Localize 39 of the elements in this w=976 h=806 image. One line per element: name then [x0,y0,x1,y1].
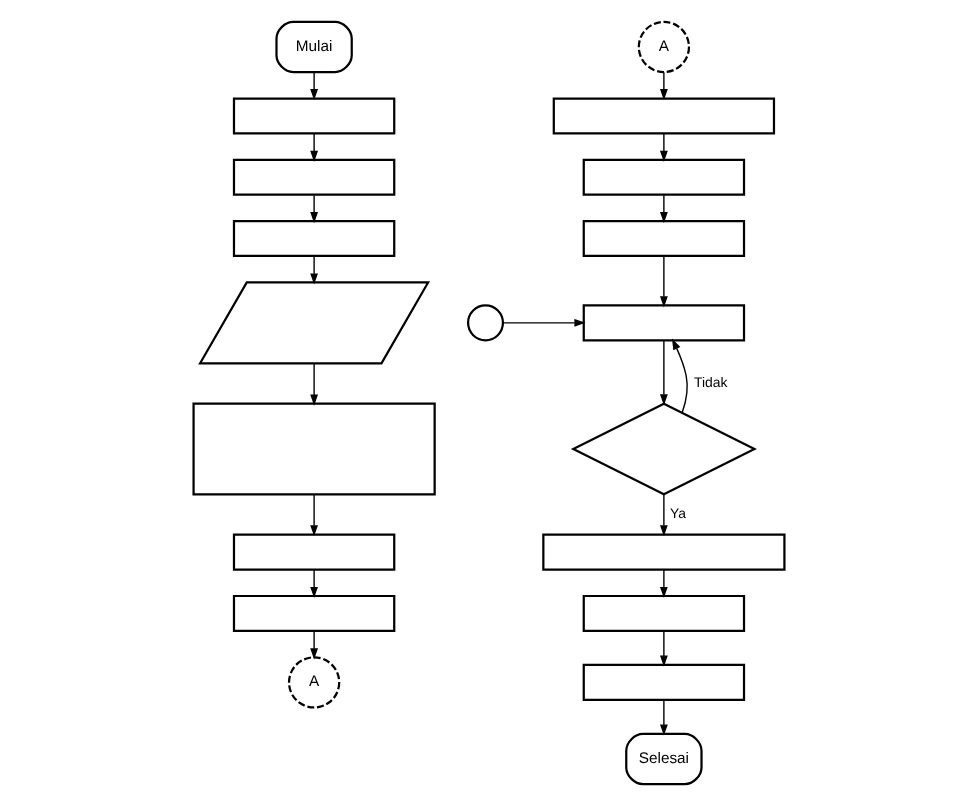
node-box [581,158,745,196]
node-box [581,594,745,632]
arrow [658,71,667,101]
arrow [309,569,318,599]
arrow [658,699,667,736]
node-box [231,158,395,196]
node-parallelogram [197,281,430,365]
arrow [659,630,667,667]
arrow [658,255,667,308]
node-box [231,533,395,571]
node-circle [466,304,504,342]
arrow [658,194,667,224]
node-diamond [569,402,756,496]
node-circle: A [636,20,690,74]
node-box [231,220,395,258]
arrow [309,255,318,285]
node-box [231,594,395,632]
node-box [551,97,775,135]
node-box: Selesai [624,732,702,786]
node-box [581,220,745,258]
arrow [309,71,318,101]
node-box [191,402,435,496]
node-box [541,533,785,571]
arrow [309,494,317,537]
node-box: Mulai [274,20,352,74]
arrow [659,494,667,537]
arrow [501,318,585,327]
arrow [658,569,667,599]
node-box [581,304,745,342]
arrow [309,133,318,162]
node-box [231,97,395,135]
arrow [309,362,318,406]
arrow [309,194,318,224]
node-box [581,663,745,701]
arrow [309,630,318,660]
node-circle: A [286,656,340,709]
arrow [658,133,667,162]
arrow [658,339,667,406]
arrow [671,338,687,414]
